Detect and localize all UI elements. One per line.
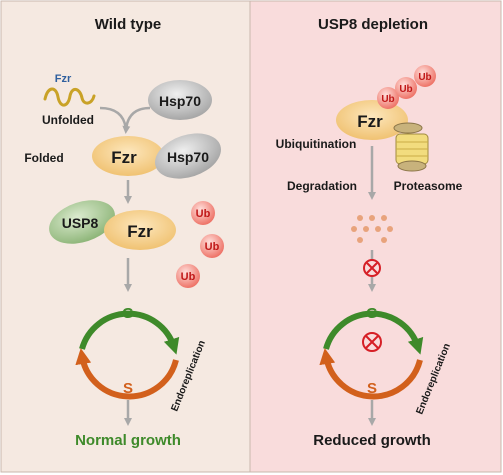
outcome-right: Reduced growth xyxy=(313,432,431,449)
usp8-label: USP8 xyxy=(62,215,99,231)
fzr-usp8 xyxy=(104,210,176,250)
converge-arrow-right xyxy=(122,106,151,134)
cycle-s-label-left: S xyxy=(123,380,133,397)
ub-free-1-label: Ub xyxy=(196,208,211,220)
ub-chain-2-label: Ub xyxy=(399,84,412,95)
proteasome-icon xyxy=(393,122,429,172)
ub-free-2-label: Ub xyxy=(205,241,220,253)
cycle-g-label-right: G xyxy=(366,305,378,322)
cycle-s-label-right: S xyxy=(367,380,377,397)
fzr-folded-label: Fzr xyxy=(111,148,137,167)
ub-chain-1 xyxy=(377,87,399,109)
left-title: Wild type xyxy=(95,16,162,33)
hsp70-bound-label: Hsp70 xyxy=(167,149,209,165)
fzr-ubiquitinated xyxy=(336,100,408,140)
cycle-s-arc-right xyxy=(319,348,423,400)
block-icon-top xyxy=(363,259,381,277)
hsp70-free xyxy=(148,80,212,120)
folded-label: Folded xyxy=(24,151,63,165)
cycle-g-arc-right xyxy=(323,310,424,355)
ub-chain-3-label: Ub xyxy=(418,72,431,83)
degradation-label: Degradation xyxy=(287,179,357,193)
ubiquitination-label: Ubiquitination xyxy=(276,137,357,151)
degraded-fragments xyxy=(351,215,393,243)
fzr-folded xyxy=(92,136,164,176)
unfolded-label: Unfolded xyxy=(42,113,94,127)
hsp70-free-label: Hsp70 xyxy=(159,93,201,109)
outcome-left: Normal growth xyxy=(75,432,181,449)
ub-chain-2 xyxy=(395,77,417,99)
hsp70-bound xyxy=(155,133,221,179)
usp8-protein xyxy=(49,200,115,244)
ub-chain-3 xyxy=(414,65,436,87)
unfolded-fzr-strand xyxy=(43,87,96,107)
ub-free-1 xyxy=(191,201,215,225)
cycle-g-label-left: G xyxy=(122,305,134,322)
ub-free-3-label: Ub xyxy=(181,271,196,283)
ub-free-3 xyxy=(176,264,200,288)
fzr-ubiquitinated-label: Fzr xyxy=(357,112,383,131)
cycle-g-arc-left xyxy=(79,310,180,355)
ub-free-2 xyxy=(200,234,224,258)
right-title: USP8 depletion xyxy=(318,16,428,33)
ub-chain-1-label: Ub xyxy=(381,94,394,105)
unfolded-fzr-label: Fzr xyxy=(55,73,72,85)
fzr-usp8-label: Fzr xyxy=(127,222,153,241)
cycle-s-arc-left xyxy=(75,348,179,400)
block-icon-center xyxy=(362,332,382,352)
right-panel xyxy=(249,0,502,473)
proteasome-label: Proteasome xyxy=(394,179,463,193)
